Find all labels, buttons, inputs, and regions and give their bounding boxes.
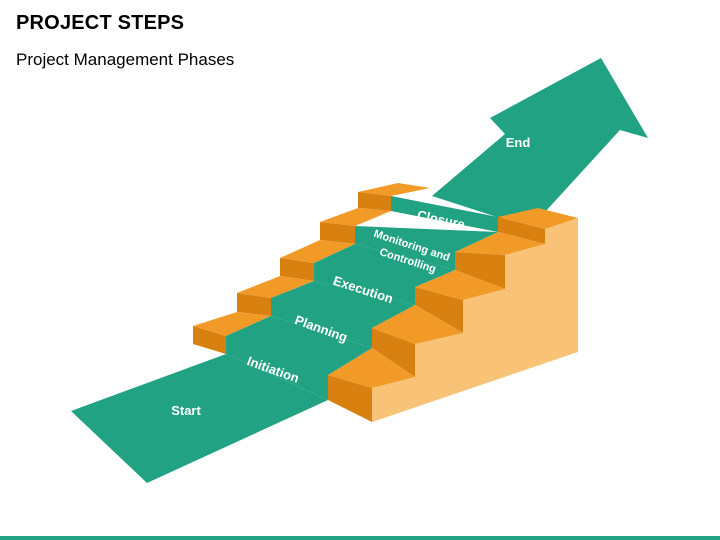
step-1-riser-left (193, 326, 226, 354)
step-3-riser-left (280, 258, 314, 281)
step-1-top-left (193, 312, 271, 336)
start-arrow (71, 354, 328, 483)
step-2-riser-right (372, 328, 415, 377)
end-label: End (506, 135, 531, 150)
slide-subtitle: Project Management Phases (16, 50, 235, 69)
step-5-riser-left (358, 192, 391, 211)
slide-title: PROJECT STEPS (16, 12, 185, 34)
step-1-riser-right (328, 375, 372, 422)
footer-accent-bar (0, 536, 720, 540)
step-5-top-right (498, 208, 578, 229)
step-1-top-right (328, 348, 415, 388)
step-4-top-right (455, 232, 545, 255)
step-3-top-right (415, 270, 505, 300)
step-5-riser-right (498, 217, 545, 244)
step-2-riser-left (237, 293, 271, 316)
step-2-band (271, 281, 415, 348)
step-4-band (355, 226, 498, 270)
step-5-top-left (358, 183, 430, 196)
stair-side-wall (372, 218, 578, 422)
step-3-riser-right (415, 287, 463, 333)
step-3-top-left (280, 240, 355, 263)
step-2-top-left (237, 276, 314, 298)
step-5-band (391, 196, 498, 232)
step-4-top-left (320, 208, 391, 226)
end-arrow (432, 58, 648, 218)
step-4-riser-right (455, 252, 505, 289)
start-label: Start (171, 403, 201, 418)
step-1-band (226, 316, 372, 400)
step-4-riser-left (320, 222, 355, 244)
step-2-top-right (372, 305, 463, 344)
step-3-band (314, 244, 455, 305)
